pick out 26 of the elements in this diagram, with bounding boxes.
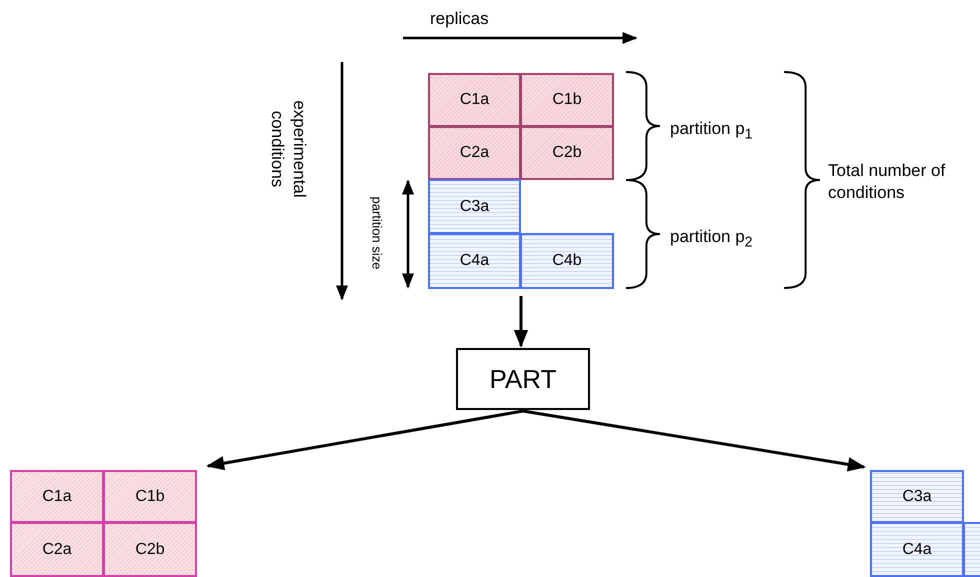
- axis-label: partition p$_{2}$: [670, 226, 753, 252]
- table-cell: C1b: [520, 73, 614, 127]
- axis-label: replicas: [430, 8, 489, 30]
- process-box: PART: [456, 348, 590, 410]
- table-cell: C2a: [428, 126, 521, 180]
- table-cell: C3a: [428, 179, 521, 234]
- table-cell: C4a: [428, 233, 521, 289]
- cell-grid: [428, 73, 614, 289]
- axis-label: partition size: [368, 196, 386, 270]
- table-cell: C4a: [870, 522, 964, 577]
- cell-grid: [870, 470, 964, 577]
- axis-label: experimental conditions: [267, 99, 310, 200]
- table-cell: C3a: [870, 470, 964, 523]
- table-cell: C2b: [103, 522, 197, 577]
- table-cell: C1b: [103, 470, 197, 523]
- axis-label: Total number of conditions: [828, 160, 946, 204]
- arrow: [206, 410, 524, 470]
- arrow: [522, 410, 866, 472]
- table-cell: C2b: [520, 126, 614, 180]
- axis-label: partition p$_{1}$: [670, 118, 753, 144]
- table-cell: C1a: [428, 73, 521, 127]
- table-cell: C2a: [10, 522, 104, 577]
- cell-grid: [10, 470, 197, 577]
- table-cell: C4b: [520, 233, 614, 289]
- table-cell: C1a: [10, 470, 104, 523]
- arrow: [514, 296, 528, 348]
